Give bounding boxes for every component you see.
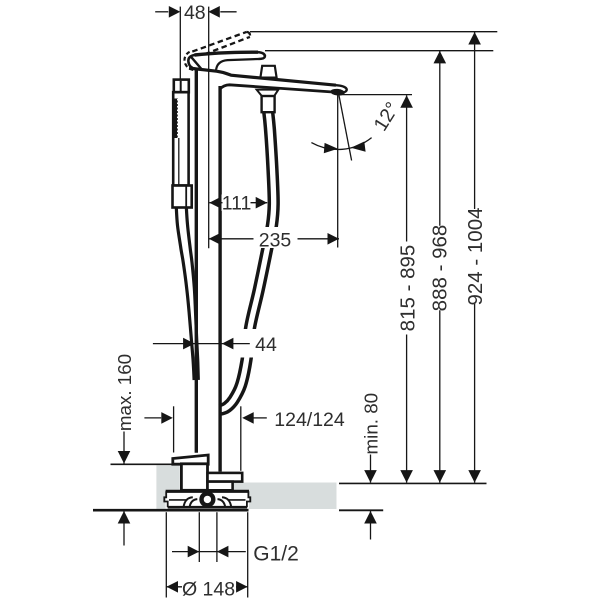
svg-text:max. 160: max. 160 xyxy=(114,354,135,431)
svg-text:min. 80: min. 80 xyxy=(361,393,382,455)
svg-text:Ø 148: Ø 148 xyxy=(182,578,235,600)
svg-text:235: 235 xyxy=(259,229,292,251)
svg-text:48: 48 xyxy=(184,2,206,24)
svg-text:111: 111 xyxy=(222,193,252,215)
svg-text:124/124: 124/124 xyxy=(274,409,345,431)
svg-text:44: 44 xyxy=(255,334,277,356)
svg-text:815 - 895: 815 - 895 xyxy=(396,245,419,332)
svg-text:924 - 1004: 924 - 1004 xyxy=(464,207,487,305)
svg-text:G1/2: G1/2 xyxy=(253,543,299,566)
svg-text:888 - 968: 888 - 968 xyxy=(429,225,452,312)
